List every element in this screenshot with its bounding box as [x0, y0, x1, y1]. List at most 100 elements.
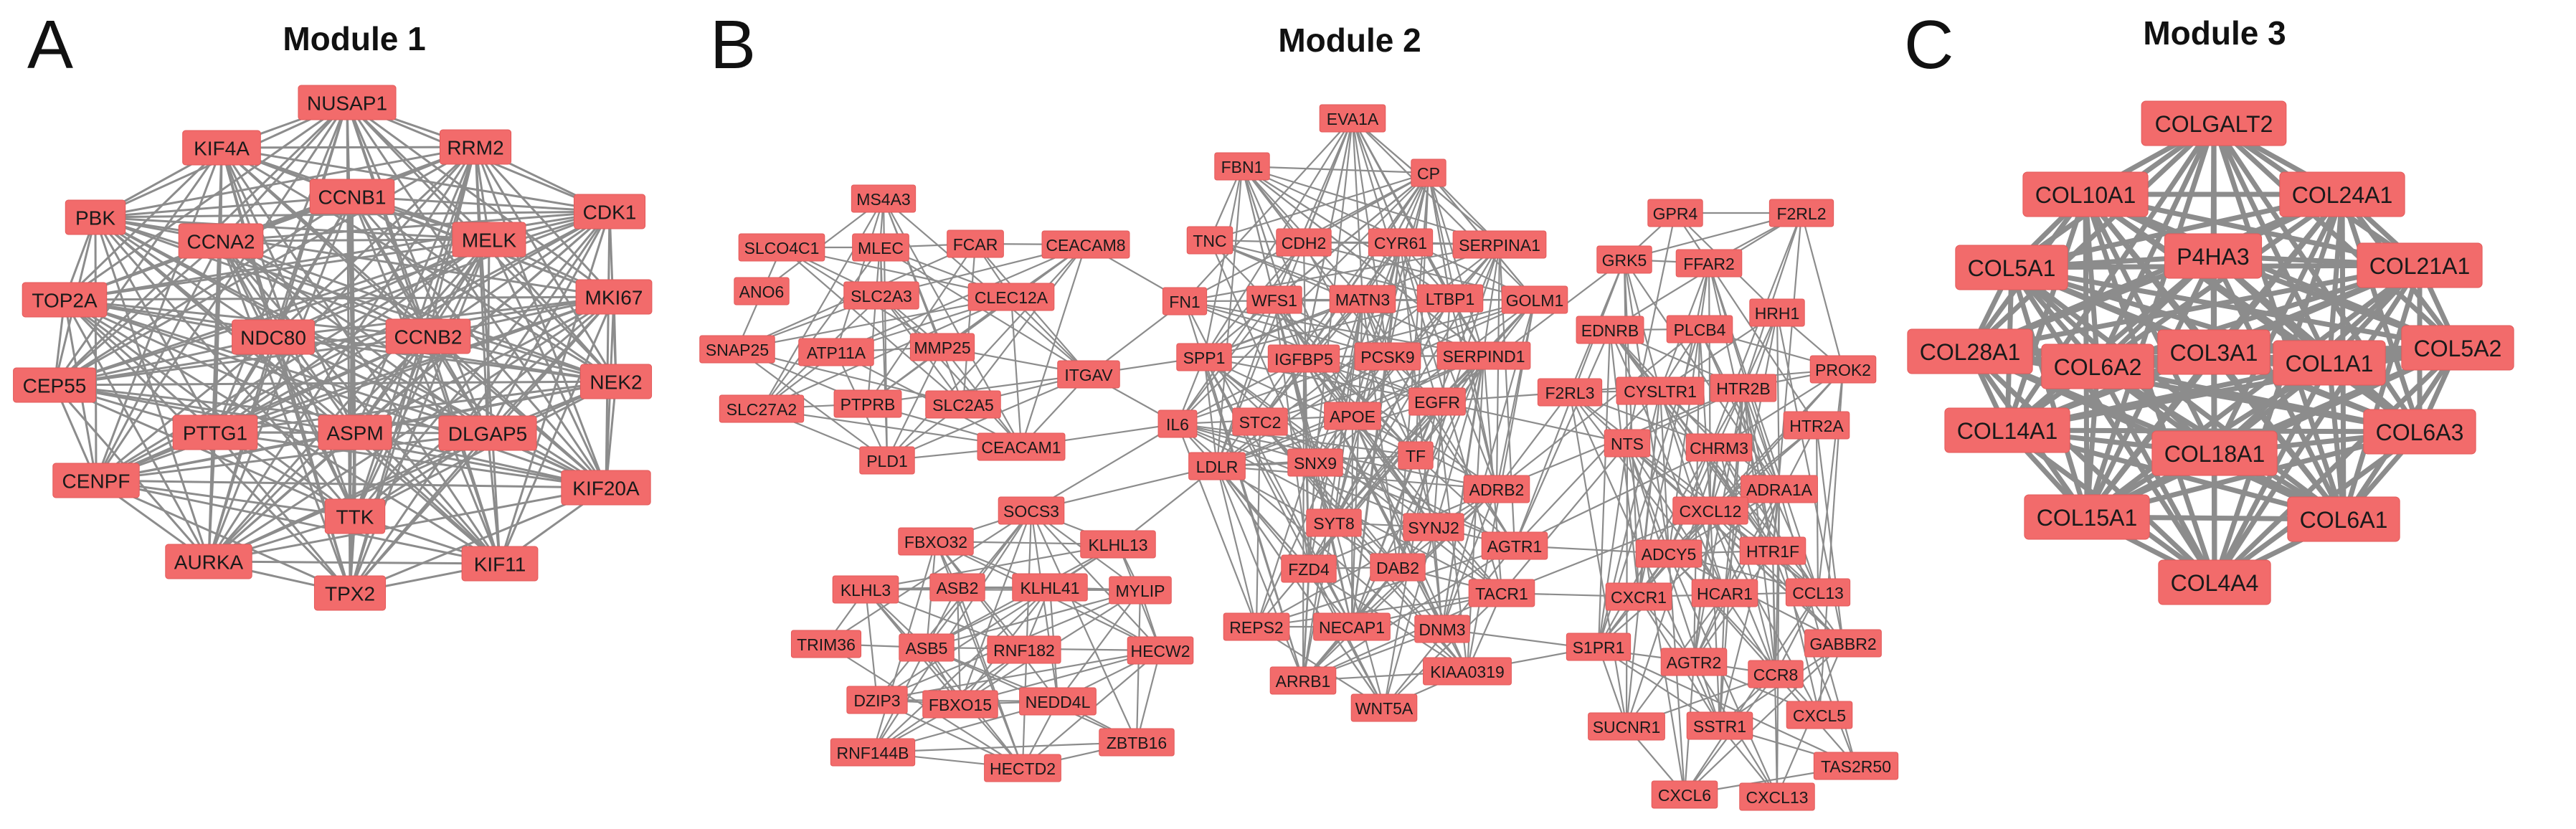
module-2-edge [1351, 118, 1364, 300]
module-2-node-trim36: TRIM36 [790, 630, 862, 658]
module-2-node-box-cxcl12 [1672, 496, 1748, 525]
module-3-node-col4a4: COL4A4 [2158, 559, 2271, 605]
module-1-node-box-ndc80 [232, 319, 315, 355]
module-2-edge [865, 543, 1119, 591]
module-1-node-label-nek2: NEK2 [589, 371, 642, 394]
module-2-node-label-cxcr1: CXCR1 [1611, 588, 1667, 607]
module-2-node-box-cxcl13 [1739, 782, 1815, 811]
module-2-node-label-slc2a3: SLC2A3 [851, 287, 912, 305]
module-1-edge [95, 479, 607, 489]
module-2-node-wnt5a: WNT5A [1350, 693, 1418, 722]
module-2-node-label-clec12a: CLEC12A [975, 288, 1048, 307]
module-1-edge [486, 239, 491, 434]
module-1-edge [95, 238, 490, 482]
module-1-edge [346, 102, 607, 488]
module-2-edge [1351, 118, 1402, 243]
module-2-edge [1333, 401, 1438, 524]
module-2-edge [872, 741, 1137, 754]
module-2-edge [1815, 425, 1819, 593]
module-2-node-sstr1: SSTR1 [1686, 711, 1753, 740]
module-1-node-box-ccnb1 [309, 179, 395, 214]
module-2-edge [1209, 171, 1429, 242]
module-2-node-box-fzd4 [1281, 554, 1337, 583]
module-1-edge [207, 239, 491, 562]
module-1-node-box-melk [452, 222, 526, 257]
module-2-node-box-cxcl6 [1651, 780, 1718, 809]
module-2-node-label-igfbp5: IGFBP5 [1274, 350, 1333, 369]
module-2-node-label-sucnr1: SUCNR1 [1593, 718, 1661, 736]
module-3-edge [2085, 350, 2216, 519]
module-2-node-box-ms4a3 [851, 184, 917, 213]
module-2-node-box-htr2b [1710, 374, 1777, 402]
module-2-node-snx9: SNX9 [1287, 448, 1343, 477]
module-1-edge [208, 432, 488, 563]
module-2-node-label-htr2b: HTR2B [1716, 379, 1770, 398]
module-3-node-box-col5a1 [1955, 245, 2068, 290]
module-3-node-label-col5a1: COL5A1 [1968, 255, 2056, 281]
module-2-node-box-spp1 [1176, 343, 1232, 371]
module-2-node-box-hecw2 [1127, 636, 1194, 665]
module-2-node-dnm3: DNM3 [1414, 615, 1470, 643]
module-2-edge [1815, 425, 1845, 644]
module-3-node-label-col14a1: COL14A1 [1957, 418, 2058, 444]
module-2-node-box-stc2 [1232, 407, 1288, 436]
module-2-node-wfs1: WFS1 [1246, 285, 1302, 314]
module-2-edge [1216, 465, 1497, 491]
module-2-node-label-synj2: SYNJ2 [1408, 518, 1459, 537]
module-2-edge [1710, 510, 1844, 644]
module-1-edge [95, 216, 490, 241]
module-2-node-stc2: STC2 [1232, 407, 1288, 436]
module-1-node-box-rrm2 [439, 129, 512, 165]
module-2-node-necap1: NECAP1 [1313, 612, 1391, 641]
module-2-node-box-ceacam1 [977, 432, 1066, 461]
module-2-node-box-kiaa0319 [1423, 657, 1512, 686]
module-2-edge [1241, 165, 1429, 174]
module-2-node-f2rl2: F2RL2 [1768, 199, 1834, 227]
module-1-node-cdk1: CDK1 [573, 194, 646, 229]
module-2-edge [1597, 442, 1629, 648]
module-2-node-box-cysltr1 [1616, 376, 1705, 405]
module-2-edge [872, 587, 1051, 753]
module-1-edge [498, 296, 615, 564]
module-3-edge [2004, 193, 2088, 432]
module-2-edge [886, 244, 1086, 461]
module-2-node-label-prok2: PROK2 [1815, 361, 1871, 379]
module-1-edge [346, 101, 615, 298]
module-2-node-label-hrh1: HRH1 [1755, 304, 1800, 323]
module-2-node-label-dzip3: DZIP3 [853, 691, 900, 710]
module-2-node-label-slc27a2: SLC27A2 [726, 400, 797, 419]
module-2-edge [825, 510, 1032, 645]
module-2-node-box-ptprb [833, 389, 902, 418]
module-2-node-label-egfr: EGFR [1414, 393, 1460, 412]
module-2-node-atp11a: ATP11A [798, 338, 874, 366]
module-1-edge [272, 336, 501, 565]
module-2-node-label-cyr61: CYR61 [1374, 234, 1427, 252]
module-1-node-nusap1: NUSAP1 [298, 85, 397, 120]
module-3-node-box-col5a2 [2401, 325, 2514, 371]
module-2-node-ptprb: PTPRB [833, 389, 902, 418]
module-2-node-fzd4: FZD4 [1281, 554, 1337, 583]
module-3-node-label-col18a1: COL18A1 [2164, 441, 2265, 467]
module-1-edge [349, 486, 607, 594]
module-2-edge [1352, 118, 1535, 300]
module-2-node-label-ms4a3: MS4A3 [856, 190, 910, 209]
module-3-node-box-p4ha3 [2164, 233, 2263, 279]
module-2-node-box-plcb4 [1666, 315, 1733, 344]
module-2-edge [1241, 166, 1388, 357]
module-2-node-box-eva1a [1319, 104, 1386, 133]
module-2-edge [1241, 166, 1484, 356]
module-3-node-col14a1: COL14A1 [1944, 407, 2070, 453]
module-1-edge [208, 431, 356, 563]
module-1-edge [208, 486, 607, 563]
module-1-node-mki67: MKI67 [575, 279, 653, 315]
module-2-edge [1256, 592, 1502, 628]
module-1-node-box-pttg1 [172, 415, 258, 450]
module-2-edge [1387, 356, 1515, 546]
module-2-node-box-egfr [1408, 387, 1466, 416]
module-2-edge [1256, 526, 1434, 627]
module-2-node-cxcl12: CXCL12 [1672, 496, 1748, 525]
module-2-node-gabbr2: GABBR2 [1804, 629, 1882, 658]
module-2-node-gpr4: GPR4 [1647, 199, 1703, 227]
module-2-node-box-atp11a [798, 338, 874, 366]
module-2-edge [1302, 545, 1515, 681]
